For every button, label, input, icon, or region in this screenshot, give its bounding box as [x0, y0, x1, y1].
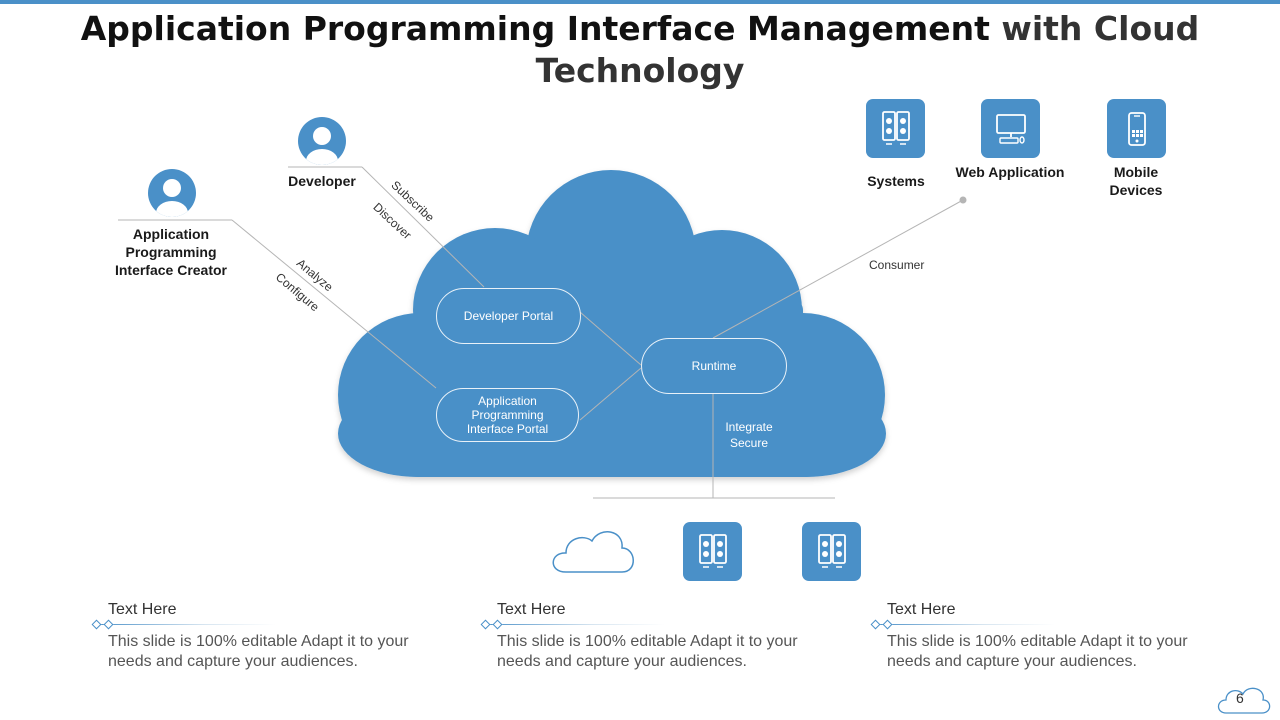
top-accent-bar: [0, 0, 1280, 4]
text-box-heading: Text Here: [108, 601, 177, 618]
consumer-label: Consumer: [869, 258, 925, 272]
mobile-devices-tile: [1107, 99, 1166, 158]
systems-label: Systems: [867, 173, 925, 189]
integrate-label: Integrate: [725, 420, 773, 434]
mobile-phone-icon: [1127, 111, 1146, 146]
secure-label: Secure: [729, 436, 769, 450]
text-box-divider: [485, 624, 665, 625]
text-box-body: This slide is 100% editable Adapt it to …: [108, 633, 409, 670]
title-part-2: with Cloud Technology: [535, 9, 1200, 90]
bottom-server-tile-2: [802, 522, 861, 581]
api-portal-label: Application Programming Interface Portal: [466, 394, 549, 436]
title-part-1: Application Programming Interface Manage…: [80, 9, 990, 48]
server-icon: [817, 533, 846, 568]
systems-tile: [866, 99, 925, 158]
user-icon: [306, 127, 338, 165]
connector-lines: [118, 166, 964, 499]
developer-portal-label: Developer Portal: [463, 309, 554, 323]
server-icon: [698, 533, 727, 568]
bottom-server-tile-1: [683, 522, 742, 581]
creator-avatar: [148, 169, 196, 217]
web-application-label: Web Application: [955, 164, 1065, 180]
developer-avatar: [298, 117, 346, 165]
page-number: 6: [1236, 690, 1244, 706]
mobile-devices-label: Mobile Devices: [1109, 164, 1163, 198]
desktop-computer-icon: [995, 113, 1026, 144]
text-box-body: This slide is 100% editable Adapt it to …: [497, 633, 798, 670]
api-portal-node: Application Programming Interface Portal: [436, 388, 579, 442]
consumer-endpoint-dot: [959, 196, 967, 204]
text-box-divider: [875, 624, 1055, 625]
page-title: Application Programming Interface Manage…: [60, 8, 1220, 92]
user-icon: [156, 179, 188, 217]
text-box-heading: Text Here: [497, 601, 566, 618]
text-box-divider: [96, 624, 276, 625]
developer-portal-node: Developer Portal: [436, 288, 581, 344]
cloud-outline-icon: [552, 531, 634, 573]
runtime-label: Runtime: [691, 359, 737, 373]
page-number-cloud-icon: [1217, 687, 1271, 714]
runtime-node: Runtime: [641, 338, 787, 394]
web-application-tile: [981, 99, 1040, 158]
creator-label: Application Programming Interface Creato…: [114, 226, 228, 278]
text-box-heading: Text Here: [887, 601, 956, 618]
developer-label: Developer: [288, 173, 356, 189]
server-icon: [881, 110, 910, 145]
text-box-body: This slide is 100% editable Adapt it to …: [887, 633, 1188, 670]
